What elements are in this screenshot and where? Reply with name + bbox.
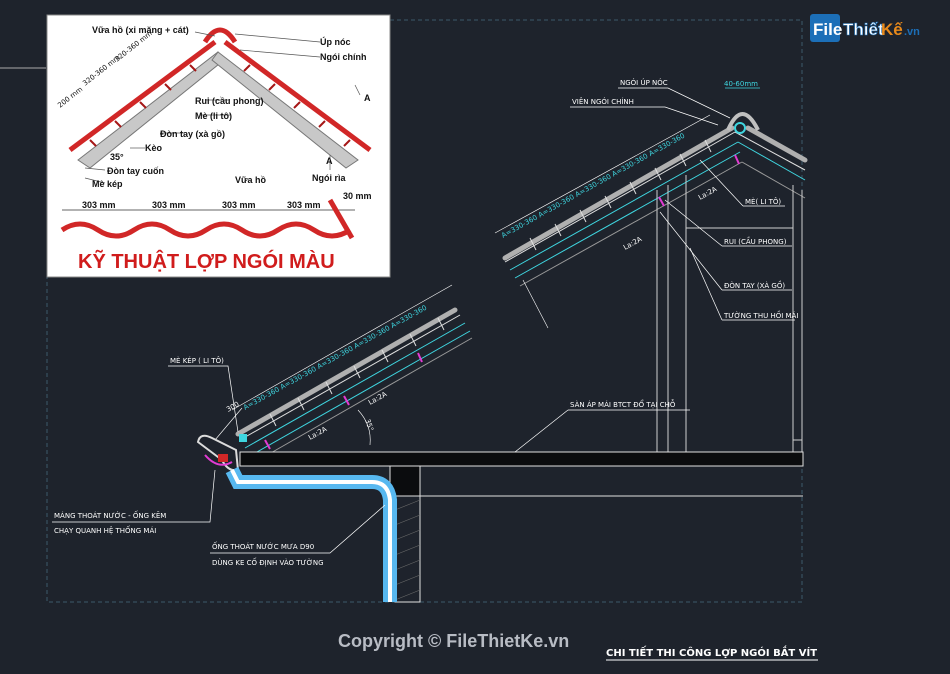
inset-label-dim-30: 30 mm	[343, 191, 372, 201]
upper-la2a-2: La:2A	[697, 185, 718, 202]
inset-label-vua-ho-top: Vữa hồ (xi măng + cát)	[92, 25, 189, 35]
upper-roof-detail: A=330-360 A=330-360 A=330-360 A=330-360 …	[494, 78, 808, 452]
inset-label-a2: A	[326, 156, 333, 166]
inset-dim-303-3: 303 mm	[222, 200, 256, 210]
label-me-kep-li-to: MÈ KÉP ( LI TÔ)	[170, 356, 224, 365]
inset-dim-303-1: 303 mm	[82, 200, 116, 210]
inset-label-angle: 35°	[110, 152, 124, 162]
inset-label-a1: A	[364, 93, 371, 103]
label-vien-ngoi-chinh: VIÊN NGÓI CHÍNH	[572, 97, 634, 106]
label-ong-thoat-nuoc-2: DÙNG KE CỐ ĐỊNH VÀO TƯỜNG	[212, 557, 324, 567]
dim-40-60mm: 40-60mm	[724, 80, 758, 88]
inset-title: KỸ THUẬT LỢP NGÓI MÀU	[78, 249, 335, 273]
label-san-ap-mai: SÀN ÁP MÁI BTCT ĐỔ TẠI CHỖ	[570, 399, 676, 409]
label-rui-cau-phong: RUI (CẦU PHONG)	[724, 236, 787, 246]
inset-label-ngoi-chinh: Ngói chính	[320, 52, 367, 62]
label-ngoi-up-noc: NGÓI ÚP NÓC	[620, 78, 668, 87]
inset-label-keo: Kèo	[145, 143, 163, 153]
dim-35-deg: 35°	[363, 418, 375, 432]
inset-label-rui: Rui (cầu phong)	[195, 96, 264, 106]
inset-label-vua-ho: Vữa hồ	[235, 175, 267, 185]
drawing-title: CHI TIẾT THI CÔNG LỢP NGÓI BẮT VÍT	[606, 644, 817, 659]
label-mang-thoat-nuoc-1: MÁNG THOÁT NƯỚC - ỐNG KẼM	[54, 510, 166, 520]
inset-label-don-tay-cuon: Đòn tay cuốn	[107, 166, 164, 176]
lower-la2a-1: La:2A	[307, 425, 328, 442]
label-mang-thoat-nuoc-2: CHẠY QUANH HỆ THỐNG MÁI	[54, 525, 156, 535]
logo-thiet-text: Thiết	[843, 20, 884, 39]
inset-label-don-tay: Đòn tay (xà gồ)	[160, 129, 225, 139]
roof-technique-inset: Vữa hồ (xi măng + cát) Úp nóc Ngói chính…	[46, 14, 391, 278]
label-me-li-to: MÈ( LI TÔ)	[745, 197, 781, 206]
copyright-watermark: Copyright © FileThietKe.vn	[338, 631, 569, 651]
logo-file-text: File	[813, 20, 842, 39]
lower-spacing-dims: A=330-360 A=330-360 A=330-360 A=330-360 …	[242, 304, 428, 412]
dim-300: 300	[225, 400, 241, 413]
label-don-tay-xa-go: ĐÒN TAY (XÀ GỒ)	[724, 280, 785, 290]
logo-vn-text: .vn	[904, 26, 920, 38]
inset-label-me-kep: Mè kép	[92, 179, 123, 189]
lower-roof-detail: A=330-360 A=330-360 A=330-360 A=330-360 …	[52, 284, 804, 603]
lower-la2a-2: La:2A	[367, 390, 388, 407]
inset-label-ngoi-ria: Ngói rìa	[312, 173, 346, 183]
inset-label-me: Mè (li tô)	[195, 111, 232, 121]
label-ong-thoat-nuoc-1: ỐNG THOÁT NƯỚC MƯA D90	[212, 541, 314, 551]
inset-dim-303-2: 303 mm	[152, 200, 186, 210]
label-tuong-thu-hoi-mai: TƯỜNG THU HỒI MÁI	[723, 310, 798, 320]
tile-profile: 303 mm 303 mm 303 mm 303 mm	[60, 198, 355, 240]
inset-label-up-noc: Úp nóc	[320, 36, 351, 47]
filethietke-logo: File Thiết Kế .vn	[810, 14, 920, 42]
upper-la2a-1: La:2A	[622, 235, 643, 252]
logo-ke-text: Kế	[881, 20, 903, 39]
inset-dim-303-4: 303 mm	[287, 200, 321, 210]
